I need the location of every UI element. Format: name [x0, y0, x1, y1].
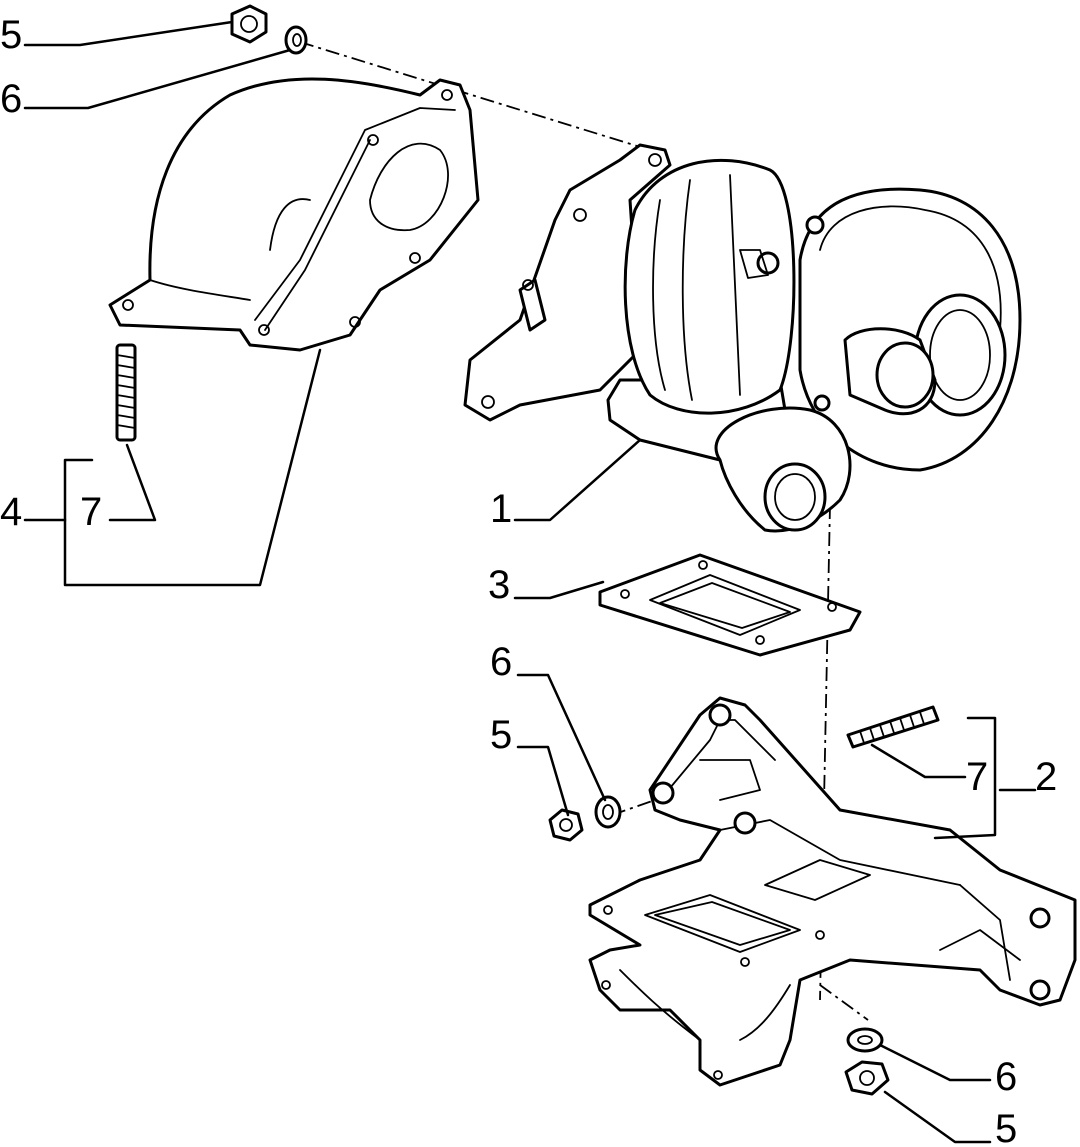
stud-left [115, 343, 137, 442]
nut-middle [548, 808, 584, 842]
callout-4: 4 [0, 490, 22, 534]
gasket [598, 553, 862, 657]
callout-7-left: 7 [80, 490, 102, 534]
callout-7-right: 7 [966, 755, 988, 799]
callout-5-bottom: 5 [995, 1107, 1017, 1147]
exhaust-manifold [588, 696, 1077, 1087]
stud-right [846, 705, 940, 749]
callout-5-top: 5 [0, 13, 22, 57]
callout-1: 1 [490, 487, 512, 531]
nut-bottom [844, 1060, 890, 1096]
callout-6-top: 6 [0, 77, 22, 121]
washer-bottom [846, 1027, 884, 1053]
callout-2: 2 [1035, 755, 1057, 799]
washer-top [284, 25, 308, 55]
turbocharger [463, 143, 1022, 533]
leader-lines [23, 20, 1037, 1144]
callout-5-mid: 5 [490, 713, 512, 757]
washer-middle [594, 795, 622, 829]
callout-6-bottom: 6 [995, 1055, 1017, 1099]
callout-3: 3 [488, 563, 510, 607]
callout-labels: 5 6 4 7 1 3 6 5 7 2 6 5 [0, 13, 1057, 1147]
nut-top [230, 4, 268, 44]
elbow-pipe-assembly [108, 77, 480, 352]
callout-6-mid: 6 [490, 640, 512, 684]
